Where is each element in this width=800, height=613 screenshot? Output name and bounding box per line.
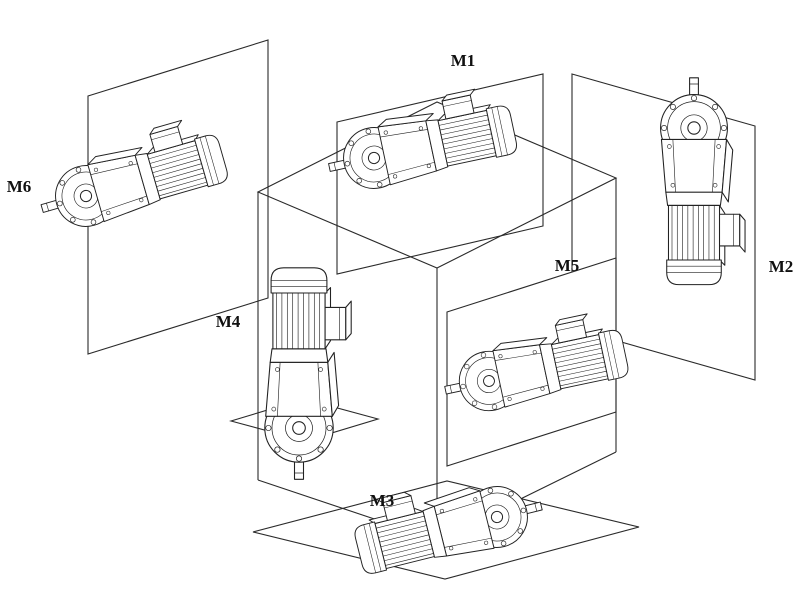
position-label-m4: M4 bbox=[216, 312, 241, 331]
mounting-plane-m6 bbox=[87, 39, 269, 355]
position-label-m5: M5 bbox=[555, 256, 580, 275]
position-label-m1: M1 bbox=[451, 51, 476, 70]
position-label-m3: M3 bbox=[370, 491, 395, 510]
position-label-m2: M2 bbox=[769, 257, 794, 276]
position-label-m6: M6 bbox=[7, 177, 32, 196]
gearmotor-m4 bbox=[264, 267, 352, 480]
